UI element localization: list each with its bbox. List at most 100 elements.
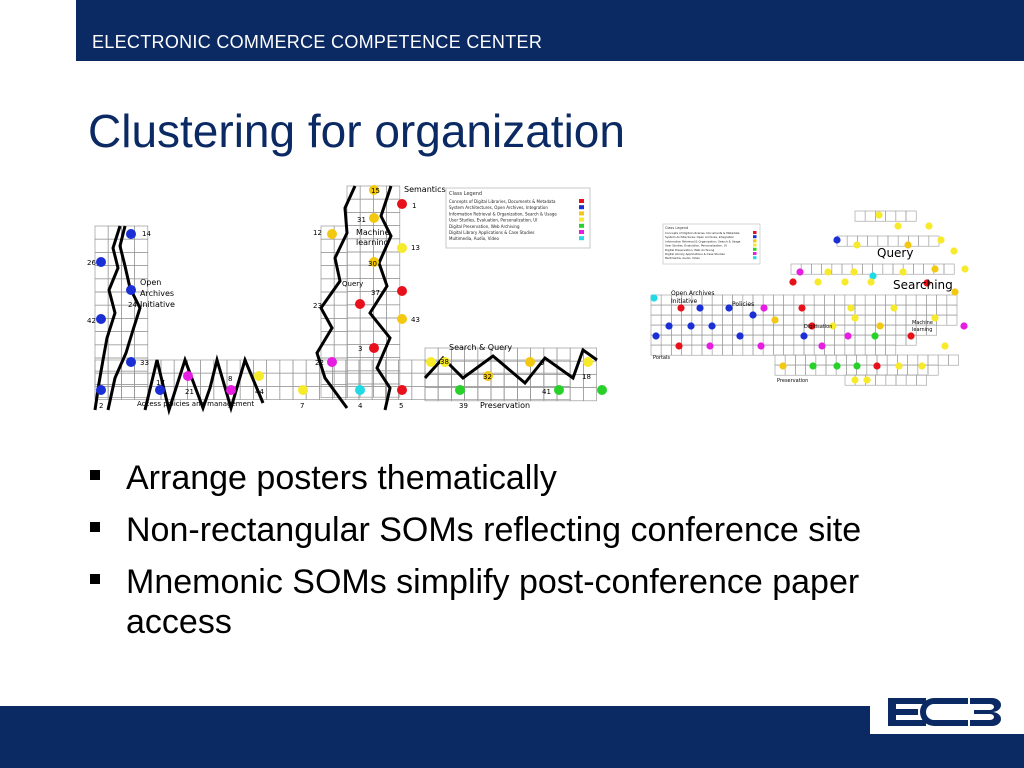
- legend-swatch: [579, 205, 584, 210]
- cluster-label-open-archives-2: Archives: [140, 289, 174, 298]
- grid-cell: [320, 252, 335, 266]
- som-node: [355, 385, 365, 395]
- legend-entry: Digital Library Applications & Case Stud…: [449, 230, 535, 235]
- org-name: ELECTRONIC COMMERCE COMPETENCE CENTER: [92, 32, 543, 52]
- grid-cell: [875, 374, 887, 386]
- node-number: 41: [542, 388, 551, 396]
- node-number: 33: [140, 359, 149, 367]
- legend-title: Class Legend: [449, 191, 482, 197]
- node-number: 23: [313, 302, 322, 310]
- legend-entry: User Studies, Evaluation, Personalizatio…: [449, 218, 537, 223]
- grid-cell: [926, 324, 937, 336]
- node-number: 5: [399, 402, 403, 410]
- grid-cell: [803, 344, 815, 356]
- grid-cell: [927, 364, 939, 376]
- grid-cell: [346, 370, 361, 385]
- grid-cell: [864, 210, 876, 222]
- grid-cell: [530, 374, 545, 388]
- som-node: [796, 268, 804, 276]
- grid-cell: [864, 294, 876, 306]
- cluster-label-preservation: Preservation: [480, 401, 530, 410]
- som-node: [890, 304, 898, 312]
- node-number: 12: [313, 229, 322, 237]
- grid-cell: [660, 304, 672, 316]
- som-node: [833, 236, 841, 244]
- grid-cell: [773, 324, 784, 336]
- grid-cell: [905, 210, 917, 222]
- som-node: [397, 199, 407, 209]
- grid-cell: [885, 324, 897, 336]
- grid-cell: [875, 304, 886, 316]
- grid-cell: [784, 364, 796, 376]
- grid-cell: [345, 372, 360, 387]
- som-node: [779, 362, 787, 370]
- grid-cell: [107, 344, 122, 359]
- legend-swatch: [579, 230, 584, 234]
- grid-cell: [793, 344, 805, 356]
- som-node: [254, 371, 264, 381]
- grid-cell: [905, 294, 917, 306]
- grid-cell: [722, 324, 733, 336]
- legend-entry: Information Retrieval & Organization, Se…: [449, 211, 557, 216]
- grid-cell: [732, 344, 744, 356]
- som-node: [925, 222, 933, 230]
- right-legend-title: Class Legend: [665, 226, 688, 230]
- grid-cell: [437, 386, 452, 400]
- grid-cell: [650, 304, 662, 316]
- som-node: [871, 332, 879, 340]
- grid-cell: [358, 372, 373, 387]
- grid-cell: [937, 354, 949, 366]
- grid-cell: [345, 359, 360, 374]
- som-node: [851, 376, 859, 384]
- grid-cell: [895, 210, 907, 222]
- grid-cell: [834, 334, 846, 346]
- bullet-list: Arrange posters thematically Non-rectang…: [88, 458, 908, 654]
- grid-cell: [200, 359, 215, 374]
- som-node: [483, 371, 493, 381]
- legend-swatch: [753, 239, 757, 243]
- grid-cell: [305, 372, 320, 387]
- som-node: [155, 385, 165, 395]
- som-node: [873, 362, 881, 370]
- som-node: [397, 385, 407, 395]
- grid-cell: [824, 344, 835, 356]
- right-som-nodes: [650, 211, 969, 384]
- grid-cell: [94, 265, 109, 280]
- som-node: [597, 385, 607, 395]
- bullet-item: Arrange posters thematically: [88, 458, 908, 498]
- grid-cell: [411, 372, 426, 387]
- som-node: [951, 288, 959, 296]
- grid-cell: [346, 264, 361, 279]
- grid-cell: [333, 318, 348, 332]
- grid-cell: [885, 344, 897, 356]
- bullet-text: Mnemonic SOMs simplify post-conference p…: [126, 563, 860, 641]
- right-label-preservation: Preservation: [777, 378, 808, 384]
- grid-cell: [691, 344, 703, 356]
- grid-cell: [134, 265, 149, 280]
- grid-cell: [333, 291, 348, 306]
- grid-cell: [854, 294, 866, 306]
- grid-cell: [885, 294, 897, 306]
- grid-cell: [762, 344, 774, 356]
- legend-entry: Concepts of Digital Libraries, Documents…: [449, 199, 556, 204]
- grid-cell: [783, 344, 795, 356]
- grid-cell: [134, 331, 149, 346]
- grid-cell: [854, 304, 866, 316]
- grid-cell: [913, 263, 924, 275]
- grid-cell: [762, 334, 774, 346]
- node-number: 43: [411, 316, 420, 324]
- som-node: [904, 241, 912, 249]
- legend-entry: Concepts of Digital Libraries, Documents…: [665, 231, 740, 235]
- grid-cell: [926, 304, 937, 316]
- grid-cell: [783, 334, 795, 346]
- grid-cell: [320, 344, 335, 359]
- grid-cell: [844, 294, 856, 306]
- grid-cell: [936, 304, 948, 316]
- som-node: [876, 322, 884, 330]
- som-node: [725, 304, 733, 312]
- som-node: [126, 229, 136, 239]
- grid-cell: [305, 386, 320, 400]
- grid-cell: [320, 265, 335, 280]
- node-number: 30: [368, 260, 377, 268]
- som-node: [941, 342, 949, 350]
